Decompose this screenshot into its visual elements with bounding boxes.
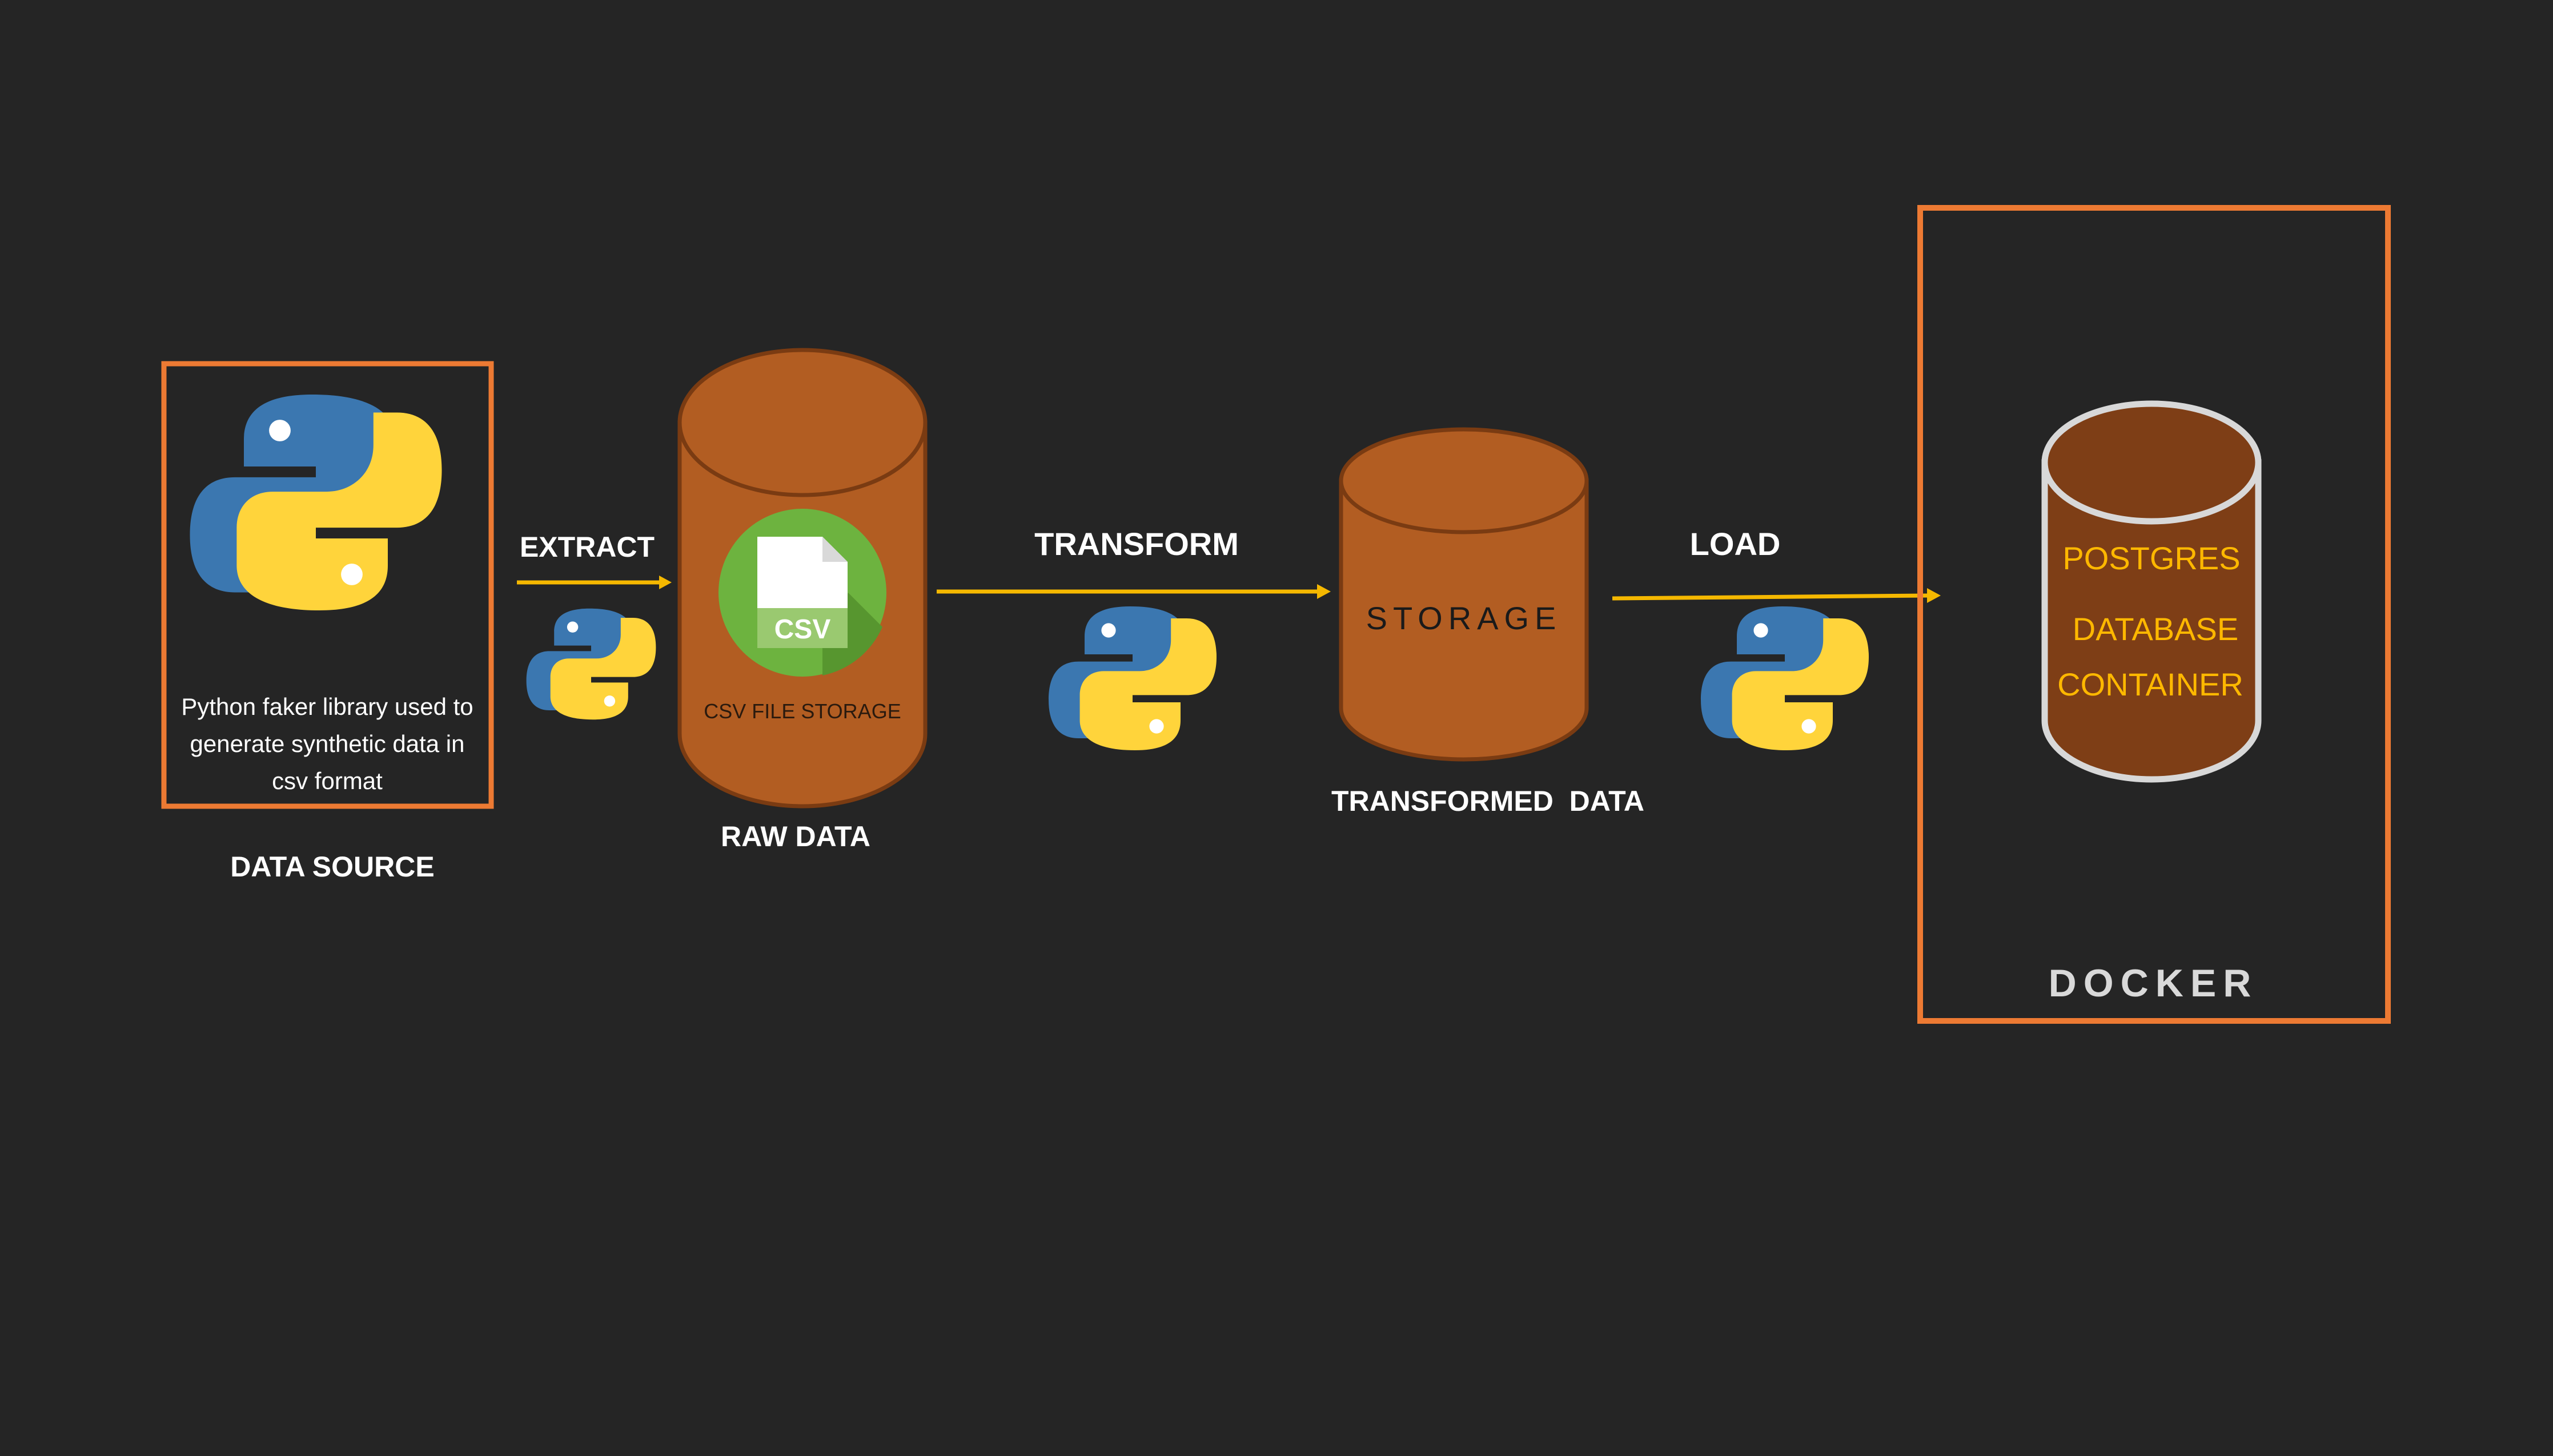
database-text: DATABASE bbox=[2073, 611, 2238, 647]
storage-cylinder bbox=[1339, 478, 1589, 762]
docker-frame bbox=[1917, 205, 2391, 1024]
extract-label: EXTRACT bbox=[520, 531, 655, 563]
storage-text: STORAGE bbox=[1366, 600, 1562, 636]
csv-badge-text: CSV bbox=[774, 614, 831, 645]
raw-data-label: RAW DATA bbox=[721, 820, 870, 852]
postgres-text: POSTGRES bbox=[2062, 540, 2240, 576]
python-logo-icon bbox=[1701, 606, 1869, 750]
load-arrow-head bbox=[1927, 588, 1941, 603]
data-source-group: Python faker library used to generate sy… bbox=[161, 361, 494, 883]
data-source-label: DATA SOURCE bbox=[230, 851, 434, 883]
data-source-frame bbox=[161, 361, 494, 809]
transformed-data-label: TRANSFORMED DATA bbox=[1331, 785, 1644, 817]
postgres-database-cylinder-top bbox=[2041, 400, 2262, 525]
docker-group: POSTGRES DATABASE CONTAINER DOCKER bbox=[1917, 205, 2391, 1024]
csv-file-icon: CSV bbox=[718, 509, 886, 677]
storage-cylinder-top bbox=[1339, 427, 1589, 534]
python-logo-icon bbox=[1049, 606, 1217, 750]
csv-file-storage-caption: CSV FILE STORAGE bbox=[704, 699, 901, 723]
transform-step: TRANSFORM bbox=[937, 526, 1331, 750]
postgres-database-cylinder bbox=[2041, 459, 2262, 783]
extract-arrow-head bbox=[659, 576, 672, 589]
python-logo-icon bbox=[526, 608, 656, 720]
storage-group: STORAGE TRANSFORMED DATA bbox=[1331, 427, 1644, 817]
python-logo-icon bbox=[190, 395, 442, 610]
transform-arrow-head bbox=[1317, 584, 1331, 599]
load-step: LOAD bbox=[1612, 526, 1941, 750]
docker-label: DOCKER bbox=[2049, 962, 2258, 1005]
load-arrow bbox=[1612, 593, 1928, 601]
data-source-description-line-3: csv format bbox=[272, 767, 383, 794]
data-source-description-line-1: Python faker library used to bbox=[181, 693, 473, 720]
extract-step: EXTRACT bbox=[517, 531, 672, 720]
raw-data-group: CSV CSV FILE STORAGE RAW DATA bbox=[677, 348, 928, 852]
transform-label: TRANSFORM bbox=[1034, 526, 1239, 562]
data-source-description-line-2: generate synthetic data in bbox=[190, 730, 465, 757]
container-text: CONTAINER bbox=[2057, 666, 2243, 702]
raw-data-cylinder-top bbox=[677, 348, 928, 497]
load-label: LOAD bbox=[1690, 526, 1781, 562]
